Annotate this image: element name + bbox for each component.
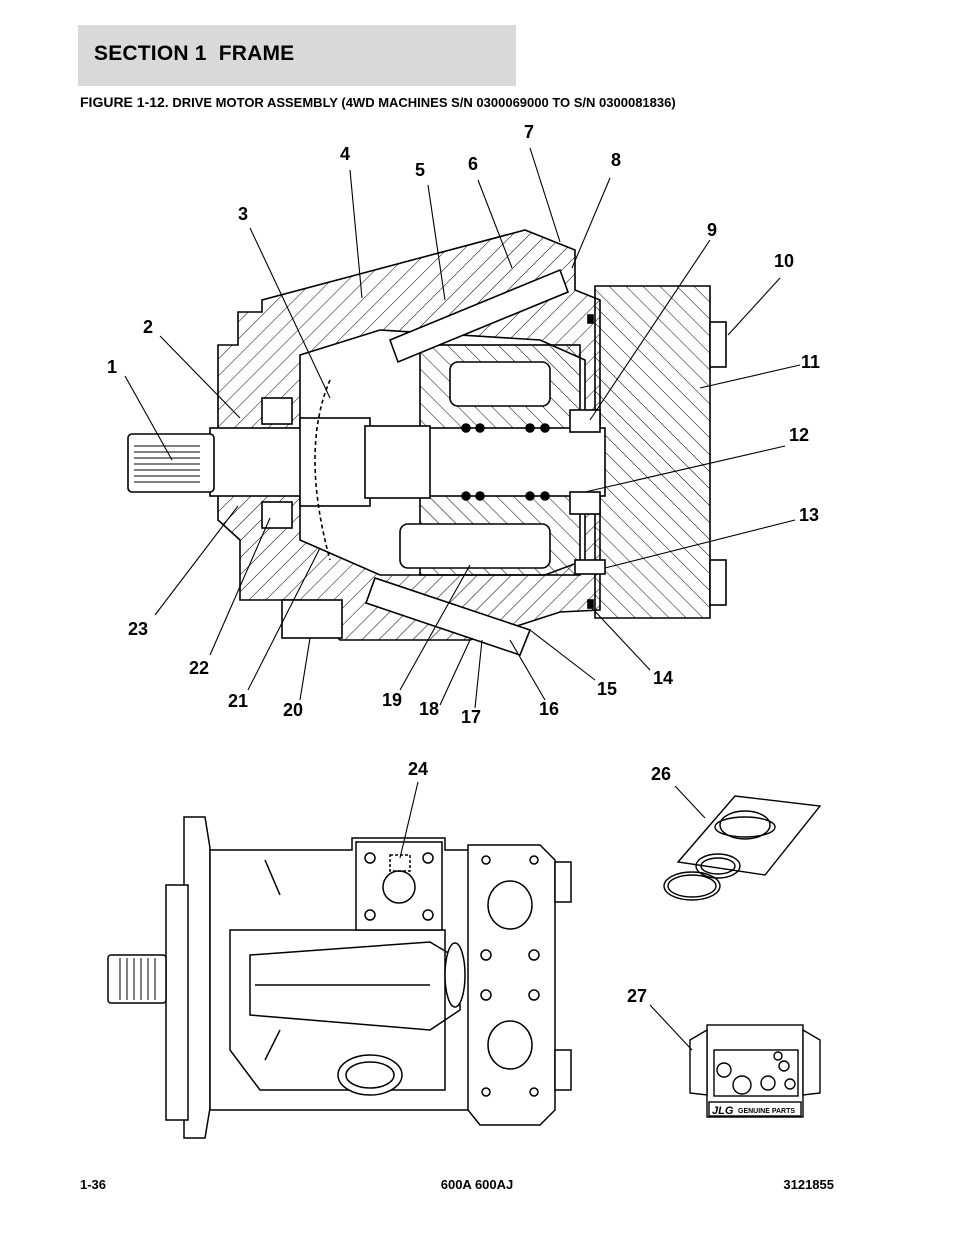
front-bearing-upper (261, 397, 293, 425)
spline-end (127, 433, 215, 493)
port-a (487, 880, 533, 930)
control-piston (388, 268, 570, 364)
drain-port-oval (337, 1054, 403, 1096)
callout-14: 14 (653, 668, 673, 688)
callouts-sectional: 1 2 3 4 5 6 7 8 9 10 11 12 13 14 15 16 1… (107, 122, 820, 727)
piston-upper (449, 361, 551, 407)
exterior-view (107, 816, 572, 1139)
o-ring-medium (695, 853, 741, 879)
callout-1: 1 (107, 357, 117, 377)
callout-10: 10 (774, 251, 794, 271)
rear-bearing-upper (569, 409, 601, 433)
end-plate-lug-top (554, 861, 572, 903)
callout-16: 16 (539, 699, 559, 719)
control-block (355, 841, 443, 931)
callout-8: 8 (611, 150, 621, 170)
callout-15: 15 (597, 679, 617, 699)
callout-21: 21 (228, 691, 248, 711)
footer-model: 600A 600AJ (440, 1177, 514, 1192)
callout-7: 7 (524, 122, 534, 142)
callout-2: 2 (143, 317, 153, 337)
figure-number: FIGURE 1-12. (80, 94, 169, 110)
figure-title: DRIVE MOTOR ASSEMBLY (4WD MACHINES S/N 0… (172, 95, 676, 110)
footer-page-number: 1-36 (80, 1177, 107, 1192)
callout-18: 18 (419, 699, 439, 719)
port-b (487, 1020, 533, 1070)
o-ring-large (663, 871, 721, 901)
piston-lower (399, 523, 551, 569)
callout-13: 13 (799, 505, 819, 525)
callout-22: 22 (189, 658, 209, 678)
footer-doc-number: 3121855 (783, 1177, 834, 1192)
shaft-center (364, 425, 431, 499)
flange-plate (165, 884, 189, 1121)
section-title: SECTION 1 FRAME (94, 42, 295, 65)
section-header-band: SECTION 1 FRAME (78, 25, 516, 86)
callout-19: 19 (382, 690, 402, 710)
swashplate-curve (314, 379, 331, 561)
adjusting-piston (364, 576, 532, 657)
end-cap-lug-top (709, 321, 727, 368)
kit-genuine-parts-label: GENUINE PARTS (738, 1108, 795, 1115)
end-plate (467, 844, 556, 1126)
end-cap-section (594, 285, 711, 619)
end-plate-lug-bottom (554, 1049, 572, 1091)
shaft-collar (299, 417, 371, 507)
end-cap-lug-bottom (709, 559, 727, 606)
callout-11: 11 (801, 352, 820, 372)
callout-26: 26 (651, 764, 671, 784)
front-bearing-lower (261, 501, 293, 529)
rear-bearing-lower (569, 491, 601, 515)
callout-20: 20 (283, 700, 303, 720)
callout-4: 4 (340, 144, 350, 164)
callout-17: 17 (461, 707, 481, 727)
seal-kit-bag (676, 795, 822, 876)
callout-24: 24 (408, 759, 428, 779)
leader-lines-sectional (124, 147, 801, 709)
exterior-spline (107, 954, 167, 1004)
plug-13 (574, 559, 606, 575)
side-fitting (444, 942, 466, 1008)
callout-12: 12 (789, 425, 809, 445)
figure-caption: FIGURE 1-12. DRIVE MOTOR ASSEMBLY (4WD M… (80, 94, 676, 110)
boss-shape (249, 941, 461, 1031)
sectional-view (127, 229, 727, 657)
callout-6: 6 (468, 154, 478, 174)
kit-brand-logo: JLG (712, 1105, 734, 1117)
callout-23: 23 (128, 619, 148, 639)
callout-9: 9 (707, 220, 717, 240)
callout-5: 5 (415, 160, 425, 180)
parts-kit-box (689, 1024, 821, 1118)
callout-27: 27 (627, 986, 647, 1006)
callout-3: 3 (238, 204, 248, 224)
seal-kit-illustration (663, 795, 822, 901)
bottom-port (281, 599, 343, 639)
